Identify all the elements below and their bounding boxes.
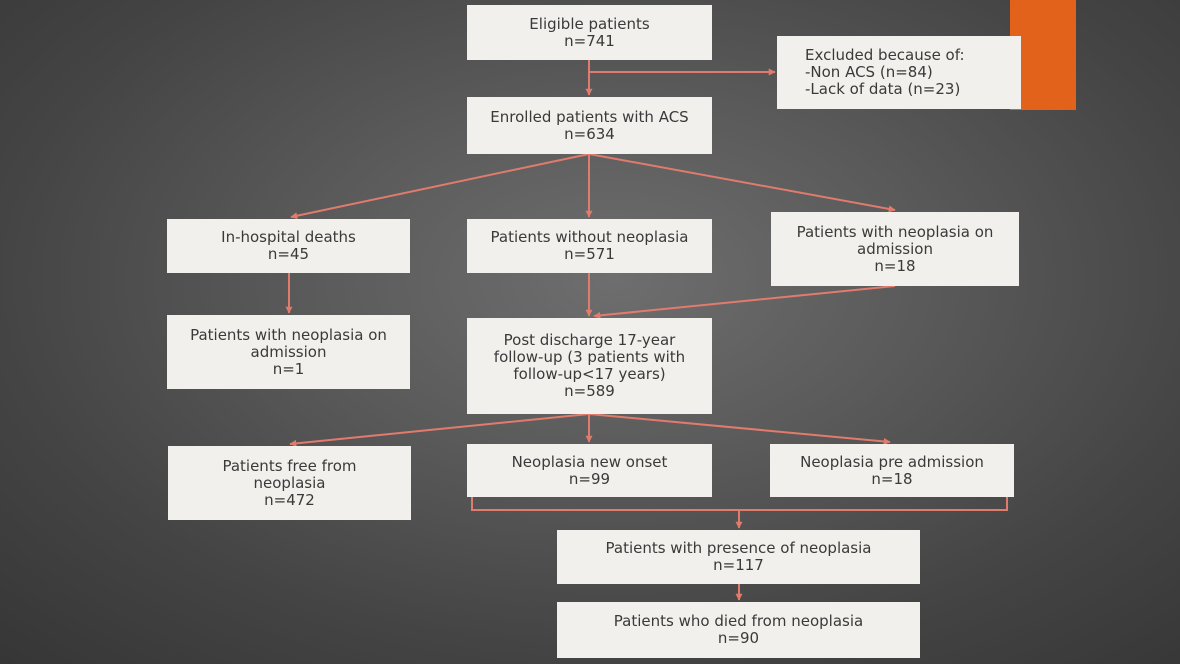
without-neoplasia-box: Patients without neoplasia n=571 xyxy=(467,219,712,273)
followup-box: Post discharge 17-year follow-up (3 pati… xyxy=(467,318,712,414)
box-line: follow-up<17 years) xyxy=(513,365,666,383)
eligible-patients-box: Eligible patients n=741 xyxy=(467,5,712,60)
box-line: Neoplasia new onset xyxy=(511,452,668,471)
box-line: admission xyxy=(857,239,933,258)
box-count: n=571 xyxy=(564,245,615,263)
box-line: In-hospital deaths xyxy=(221,228,356,246)
box-count: n=589 xyxy=(564,382,615,400)
died-from-neoplasia-box: Patients who died from neoplasia n=90 xyxy=(557,602,920,658)
box-line: Patients who died from neoplasia xyxy=(613,612,864,630)
box-count: n=472 xyxy=(264,490,315,509)
free-from-neoplasia-box: Patients free from neoplasia n=472 xyxy=(168,446,411,520)
connector-enrolled-neoplasia-admission xyxy=(588,153,896,213)
box-line: Patients with neoplasia on xyxy=(796,222,994,241)
box-line: Enrolled patients with ACS xyxy=(490,107,689,126)
box-count: n=1 xyxy=(272,359,305,378)
neoplasia-pre-admission-box: Neoplasia pre admission n=18 xyxy=(770,444,1014,497)
box-line: Post discharge 17-year xyxy=(503,331,676,349)
box-line: admission xyxy=(250,342,327,361)
box-line: Neoplasia pre admission xyxy=(800,452,984,471)
box-count: n=18 xyxy=(874,256,916,275)
box-line: Excluded because of: xyxy=(805,46,965,64)
bracket-neoplasia-groups xyxy=(471,497,1008,511)
box-count: n=634 xyxy=(564,124,615,143)
box-line: Patients with neoplasia on xyxy=(190,325,387,344)
box-count: n=741 xyxy=(564,31,615,50)
box-line: neoplasia xyxy=(253,473,326,492)
connector-admission-followup xyxy=(593,285,896,319)
connector-enrolled-inhospital xyxy=(290,153,590,220)
box-count: n=18 xyxy=(871,469,913,488)
accent-bar xyxy=(1010,0,1076,110)
box-line: Patients without neoplasia xyxy=(490,228,689,246)
deaths-neoplasia-on-admission-box: Patients with neoplasia on admission n=1 xyxy=(167,315,410,389)
box-line: -Lack of data (n=23) xyxy=(805,80,961,98)
box-count: n=99 xyxy=(568,469,611,488)
inhospital-deaths-box: In-hospital deaths n=45 xyxy=(167,219,410,273)
box-count: n=117 xyxy=(713,556,764,574)
connector-followup-free xyxy=(289,413,590,447)
box-count: n=45 xyxy=(267,245,310,263)
box-line: Patients with presence of neoplasia xyxy=(605,539,872,557)
box-line: Patients free from xyxy=(222,456,357,475)
box-line: -Non ACS (n=84) xyxy=(805,63,933,81)
connector-followup-preadmission xyxy=(588,413,891,445)
box-line: follow-up (3 patients with xyxy=(493,348,686,366)
neoplasia-new-onset-box: Neoplasia new onset n=99 xyxy=(467,444,712,497)
box-line: Eligible patients xyxy=(529,14,650,33)
excluded-box: Excluded because of: -Non ACS (n=84) -La… xyxy=(777,36,1021,109)
neoplasia-on-admission-box: Patients with neoplasia on admission n=1… xyxy=(771,212,1019,286)
presence-of-neoplasia-box: Patients with presence of neoplasia n=11… xyxy=(557,530,920,584)
box-count: n=90 xyxy=(717,629,760,647)
enrolled-patients-box: Enrolled patients with ACS n=634 xyxy=(467,97,712,154)
